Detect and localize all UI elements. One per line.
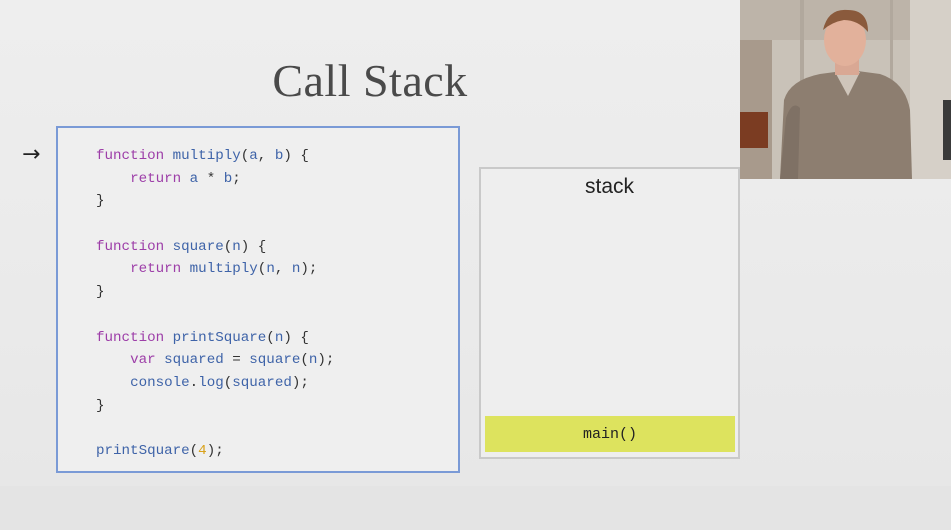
code-token: * [198,170,224,187]
code-token: ( [266,329,275,346]
code-token: a [189,170,199,187]
code-token: ; [232,170,241,187]
code-token [164,148,173,164]
code-token: ) { [240,238,267,255]
code-token [96,352,130,368]
code-token: ); [300,261,318,278]
code-token: n [274,329,284,346]
code-token [96,375,130,391]
code-token: square [172,238,224,255]
code-listing: function multiply(a, b) { return a * b;}… [96,145,334,463]
code-token: ) { [283,329,309,346]
stack-panel [479,167,740,459]
presenter-image [740,0,951,179]
code-token [96,261,130,277]
code-token: 4 [198,442,207,459]
code-token: ); [206,442,224,459]
code-token: n [266,261,275,278]
code-line: } [96,395,334,418]
code-token [181,171,190,187]
code-line [96,304,334,327]
code-line: } [96,281,334,304]
code-token: function [96,329,165,346]
code-token: multiply [172,148,241,164]
code-token [96,171,130,187]
code-token [181,261,190,277]
code-token: b [223,170,233,187]
code-token: ( [257,261,267,278]
code-token: return [130,170,182,187]
code-token [156,352,165,368]
code-token: ( [240,148,250,164]
code-token: ( [223,238,233,255]
code-line: console.log(squared); [96,372,334,395]
code-token: = [223,352,250,369]
code-token: ( [300,352,309,369]
code-line: function printSquare(n) { [96,327,334,350]
slide-title: Call Stack [272,55,468,106]
code-token: ); [317,352,335,369]
code-token: n [232,238,241,255]
code-token: log [198,374,224,391]
code-token: , [274,261,292,278]
code-token: ( [223,374,233,391]
code-token: a [249,148,258,164]
code-line [96,213,334,236]
code-line: } [96,190,334,213]
code-token [164,239,173,255]
code-token: squared [164,352,224,369]
code-panel [56,126,460,473]
code-token [164,330,173,346]
code-token: , [257,148,275,164]
code-token: . [189,374,199,391]
stack-frame: main() [485,416,735,452]
code-line [96,417,334,440]
code-line: var squared = square(n); [96,349,334,372]
code-token: console [130,374,190,391]
presenter-video [740,0,951,179]
code-token: ) { [283,148,309,164]
code-token: function [96,148,165,164]
code-line: function multiply(a, b) { [96,145,334,168]
code-token: ); [291,374,309,391]
slide-bottom-strip [0,486,951,530]
code-token: multiply [189,261,258,278]
code-token: ( [189,442,199,459]
code-line: return a * b; [96,168,334,191]
code-line: function square(n) { [96,236,334,259]
code-token: n [291,261,301,278]
stack-label: stack [584,175,634,198]
code-token: return [130,261,182,278]
code-token: b [274,148,284,164]
code-token: square [249,352,301,369]
code-token: var [130,352,156,369]
code-token: squared [232,374,292,391]
code-token: printSquare [96,442,190,459]
code-line: return multiply(n, n); [96,258,334,281]
code-token: printSquare [172,329,267,346]
code-token: function [96,238,165,255]
code-token: } [96,397,105,414]
current-line-arrow-icon: → [22,142,41,167]
code-token: n [308,352,318,369]
code-token: } [96,284,105,301]
code-token: } [96,193,105,210]
code-line: printSquare(4); [96,440,334,463]
